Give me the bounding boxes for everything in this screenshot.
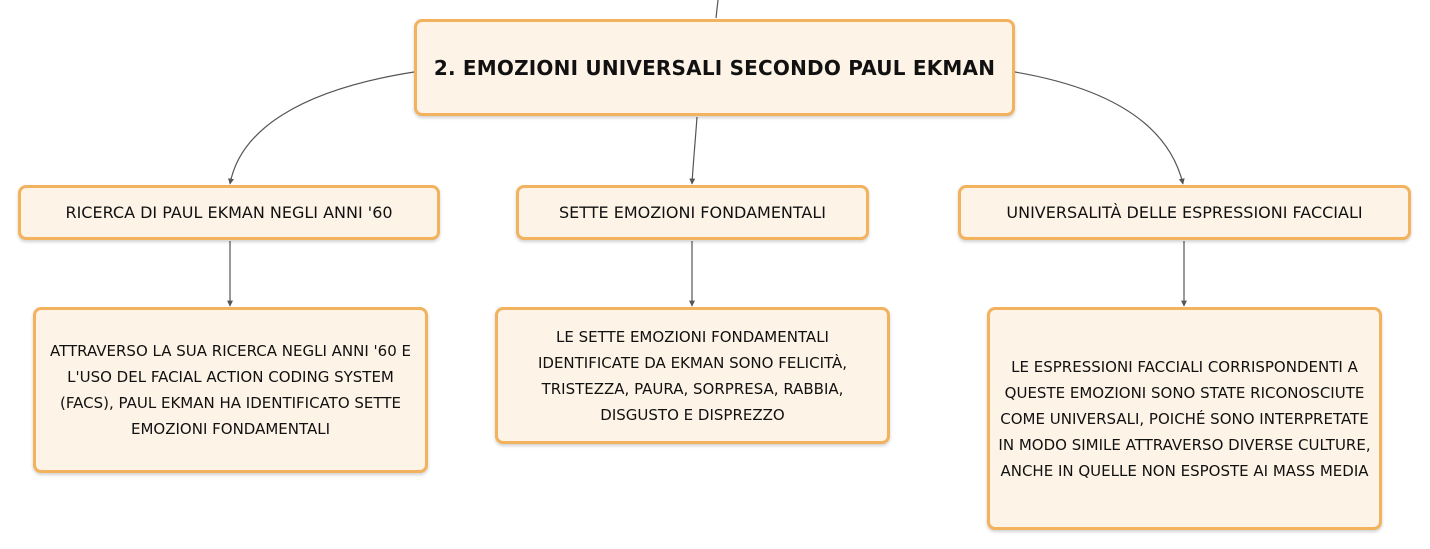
connector-root-to-topic-3 (1014, 71, 1185, 185)
topic-label: UNIVERSALITÀ DELLE ESPRESSIONI FACCIALI (1006, 203, 1363, 222)
connector-root-to-topic-2 (689, 116, 698, 185)
detail-node-ricerca[interactable]: ATTRAVERSO LA SUA RICERCA NEGLI ANNI '60… (33, 307, 428, 473)
detail-text: LE SETTE EMOZIONI FONDAMENTALI IDENTIFIC… (537, 327, 848, 424)
central-topic-label: 2. EMOZIONI UNIVERSALI SECONDO PAUL EKMA… (433, 55, 996, 80)
detail-text: ATTRAVERSO LA SUA RICERCA NEGLI ANNI '60… (50, 342, 411, 438)
detail-node-sette-emozioni[interactable]: LE SETTE EMOZIONI FONDAMENTALI IDENTIFIC… (495, 307, 890, 444)
topic-node-ricerca[interactable]: RICERCA DI PAUL EKMAN NEGLI ANNI '60 (18, 185, 440, 240)
topic-label: RICERCA DI PAUL EKMAN NEGLI ANNI '60 (65, 203, 393, 222)
central-topic-node[interactable]: 2. EMOZIONI UNIVERSALI SECONDO PAUL EKMA… (414, 19, 1015, 116)
topic-node-universalita[interactable]: UNIVERSALITÀ DELLE ESPRESSIONI FACCIALI (958, 185, 1411, 240)
detail-node-universalita[interactable]: LE ESPRESSIONI FACCIALI CORRISPONDENTI A… (987, 307, 1382, 530)
connector-root-to-topic-1 (228, 71, 415, 185)
topic-label: SETTE EMOZIONI FONDAMENTALI (558, 203, 827, 222)
connector-from-parent (715, 0, 719, 19)
detail-text: LE ESPRESSIONI FACCIALI CORRISPONDENTI A… (998, 357, 1371, 480)
topic-node-sette-emozioni[interactable]: SETTE EMOZIONI FONDAMENTALI (516, 185, 869, 240)
